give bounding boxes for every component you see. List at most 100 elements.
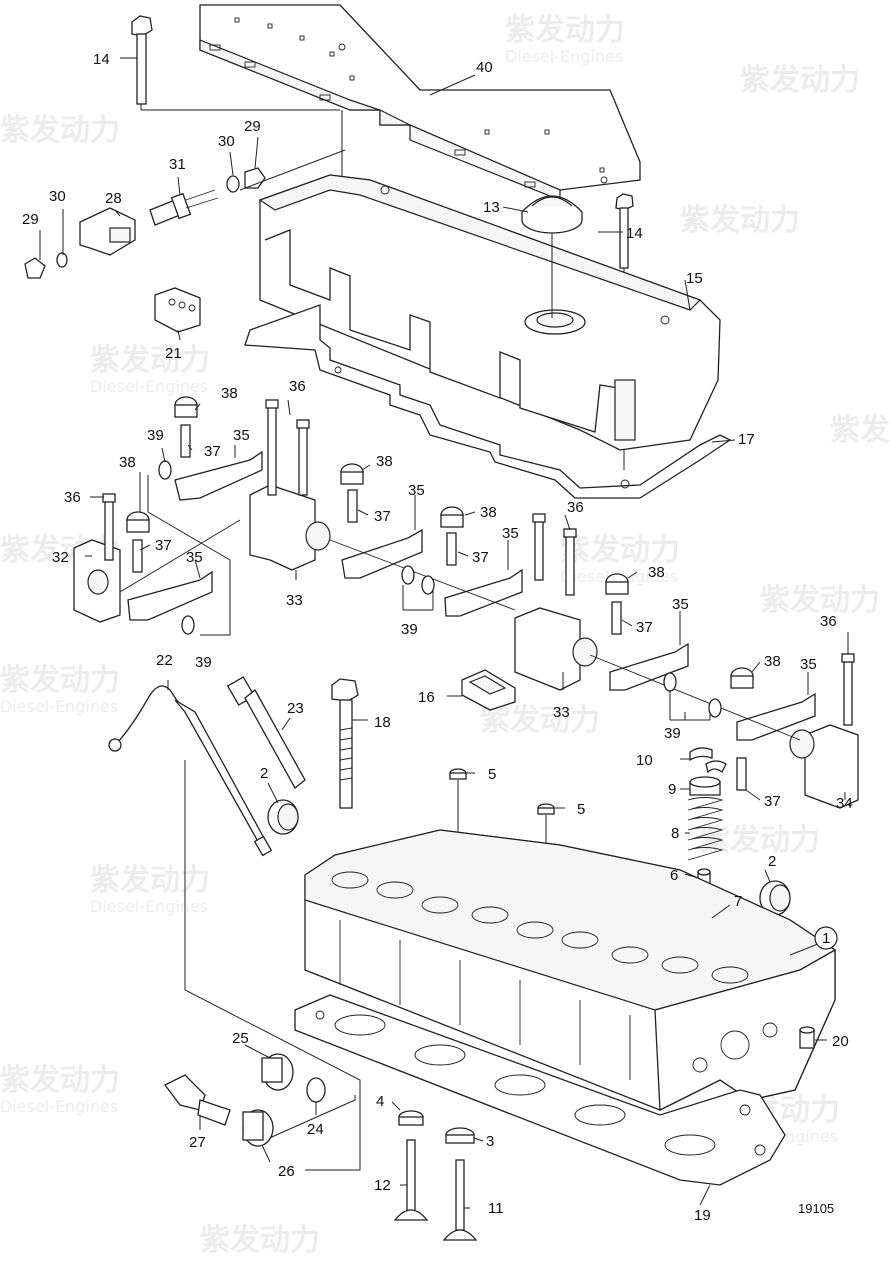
callout-38: 38 [480, 504, 497, 521]
watermark-cn: 紫发动力 [90, 343, 210, 378]
callout-5: 5 [577, 801, 585, 818]
callout-37: 37 [204, 443, 221, 460]
watermark-cn: 紫发动力 [700, 823, 820, 858]
callout-38: 38 [376, 453, 393, 470]
callout-28: 28 [105, 190, 122, 207]
watermark-cn: 紫发动力 [0, 113, 120, 148]
cover-gasket [244, 304, 732, 499]
watermark-cn: 紫发动力 [680, 203, 800, 238]
callout-10: 10 [636, 752, 653, 769]
callout-34: 34 [836, 795, 853, 812]
callout-39: 39 [401, 621, 418, 638]
callout-35: 35 [408, 482, 425, 499]
watermark-cn: 紫发动力 [0, 663, 120, 698]
sleeve-20 [799, 1026, 815, 1049]
callout-30: 30 [49, 188, 66, 205]
callout-23: 23 [287, 700, 304, 717]
watermark-cn: 紫发动力 [90, 863, 210, 898]
callout-14: 14 [626, 225, 643, 242]
oil-filler-cap [521, 195, 583, 318]
callout-27: 27 [189, 1134, 206, 1151]
callout-18: 18 [374, 714, 391, 731]
callout-38: 38 [119, 454, 136, 471]
callout-30: 30 [218, 133, 235, 150]
watermark-en: Diesel-Engines [0, 1097, 118, 1116]
callout-20: 20 [832, 1033, 849, 1050]
watermark-cn: 紫发动力 [830, 413, 890, 448]
watermark-en: Diesel-Engines [90, 377, 208, 396]
callout-37: 37 [472, 549, 489, 566]
callout-labels: 14 40 29 30 31 30 28 29 13 14 15 21 38 3… [22, 51, 853, 1224]
watermark-cn: 紫发动力 [560, 533, 680, 568]
callout-33: 33 [286, 592, 303, 609]
callout-40: 40 [476, 59, 493, 76]
watermark-en: Diesel-Engines [505, 47, 623, 66]
callout-circle [814, 926, 838, 950]
callout-38: 38 [648, 564, 665, 581]
watermark-cn: 紫发动力 [0, 1063, 120, 1098]
callout-2: 2 [768, 853, 776, 870]
callout-2: 2 [260, 765, 268, 782]
callout-37: 37 [374, 508, 391, 525]
callout-37: 37 [636, 619, 653, 636]
rocker-assembly [73, 396, 859, 809]
callout-19: 19 [694, 1207, 711, 1224]
leader-lines [39, 57, 849, 1209]
head-bolt [331, 678, 359, 809]
callout-31: 31 [169, 156, 186, 173]
callout-36: 36 [820, 613, 837, 630]
callout-37: 37 [155, 537, 172, 554]
callout-25: 25 [232, 1030, 249, 1047]
watermark-cn: 紫发动力 [480, 703, 600, 738]
bolt-top-left [131, 15, 340, 111]
callout-14: 14 [93, 51, 110, 68]
callout-39: 39 [147, 427, 164, 444]
valve-cover [258, 174, 721, 451]
callout-16: 16 [418, 689, 435, 706]
callout-17: 17 [738, 431, 755, 448]
watermark-cn: 紫发动力 [200, 1223, 320, 1258]
small-bracket [461, 669, 516, 711]
injector [226, 676, 306, 789]
valve-train-parts [267, 747, 791, 1010]
callout-26: 26 [278, 1163, 295, 1180]
cylinder-head [304, 829, 837, 1112]
callout-13: 13 [483, 199, 500, 216]
callout-35: 35 [800, 656, 817, 673]
callout-36: 36 [567, 499, 584, 516]
callout-5: 5 [488, 766, 496, 783]
callout-39: 39 [195, 654, 212, 671]
callout-39: 39 [664, 725, 681, 742]
cover-plate [199, 4, 641, 201]
callout-24: 24 [307, 1121, 324, 1138]
callout-1: 1 [822, 930, 830, 947]
watermark-cn: 紫发动力 [760, 583, 880, 618]
callout-36: 36 [64, 489, 81, 506]
callout-37: 37 [764, 793, 781, 810]
glow-plug-cable [108, 685, 273, 857]
callout-22: 22 [156, 652, 173, 669]
sensor-group [164, 760, 361, 1171]
diagram-reference-number: 19105 [798, 1201, 834, 1216]
watermark-en: Diesel-Engines [0, 697, 118, 716]
callout-35: 35 [186, 549, 203, 566]
callout-11: 11 [488, 1200, 504, 1217]
callout-6: 6 [670, 867, 678, 884]
callout-7: 7 [734, 893, 742, 910]
callout-38: 38 [221, 385, 238, 402]
callout-33: 33 [553, 704, 570, 721]
head-gasket [294, 994, 786, 1186]
callout-32: 32 [52, 549, 69, 566]
callout-21: 21 [165, 345, 182, 362]
watermark-cn: 紫发动力 [505, 13, 625, 48]
callout-35: 35 [672, 596, 689, 613]
watermark-cn: 紫发动力 [740, 63, 860, 98]
callout-3: 3 [486, 1133, 494, 1150]
callout-8: 8 [671, 825, 679, 842]
callout-29: 29 [244, 118, 261, 135]
callout-36: 36 [289, 378, 306, 395]
callout-4: 4 [376, 1093, 384, 1110]
callout-29: 29 [22, 211, 39, 228]
callout-35: 35 [233, 427, 250, 444]
